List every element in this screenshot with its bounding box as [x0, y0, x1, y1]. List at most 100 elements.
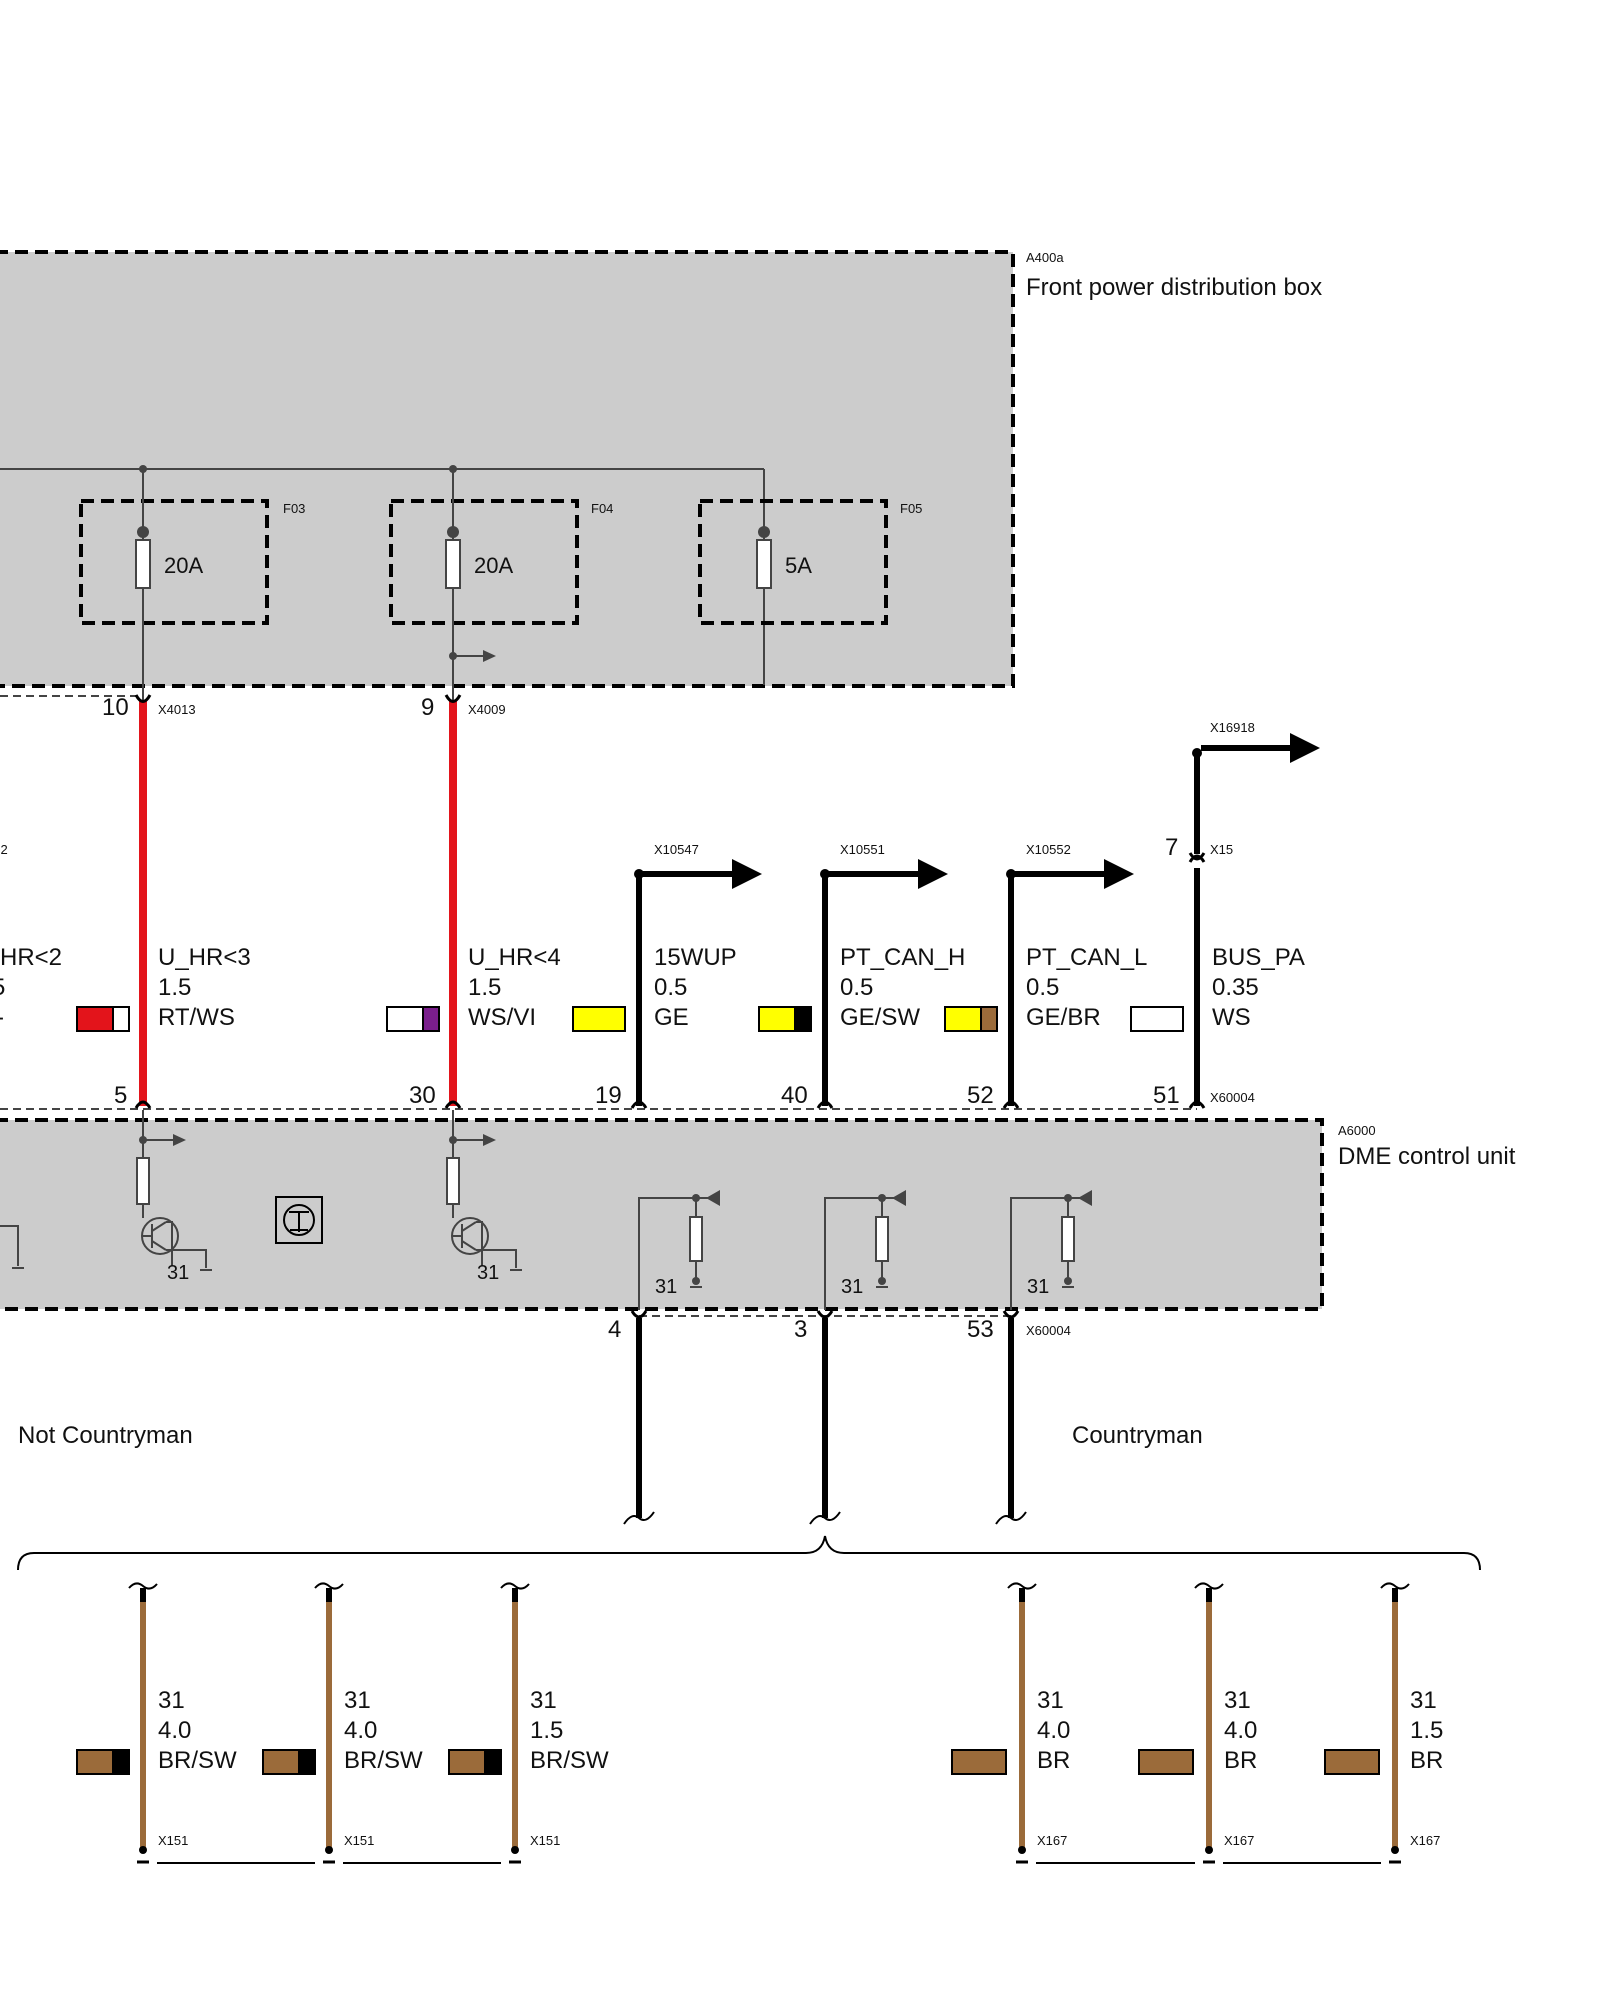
- wire-color: -: [0, 1004, 4, 1031]
- transistor-driver: 31: [136, 1110, 212, 1284]
- wire-signal: PT_CAN_H: [840, 944, 965, 971]
- wire-color: GE/SW: [840, 1004, 920, 1031]
- wire-signal: 31: [1224, 1687, 1251, 1714]
- power-distribution-box: A400a Front power distribution box 20A F…: [0, 250, 1322, 700]
- wire-annotation-pt-can-l: PT_CAN_L 0.5 GE/BR: [944, 944, 1147, 1032]
- dme-upper-pins: 5 30 19 40 52 51 X60004: [0, 1082, 1255, 1110]
- wire-signal: 15WUP: [654, 944, 737, 971]
- fuse-id: F05: [900, 501, 922, 516]
- variant-label-not-countryman: Not Countryman: [18, 1422, 193, 1449]
- connector-id: X60004: [1026, 1323, 1071, 1338]
- pdb-name: Front power distribution box: [1026, 274, 1322, 301]
- color-swatch: [448, 1749, 486, 1775]
- connector-id: X151: [158, 1833, 188, 1848]
- wire-color: BR: [1037, 1747, 1070, 1774]
- connector-id: X10551: [840, 842, 885, 857]
- fuse-rating: 5A: [785, 553, 812, 578]
- wire-signal: 31: [1410, 1687, 1437, 1714]
- signal-connector-labels: X10547 X10551 X10552 X16918 7 X15: [654, 720, 1255, 861]
- connector-id: X60004: [1210, 1090, 1255, 1105]
- connector-id: 212: [0, 842, 8, 857]
- color-swatch: [1138, 1749, 1194, 1775]
- color-swatch: [758, 1006, 796, 1032]
- dme-control-unit: A6000 DME control unit 31: [0, 1110, 1516, 1311]
- pin-number: 52: [967, 1082, 994, 1109]
- color-swatch: [951, 1749, 1007, 1775]
- fuse-f05: 5A F05: [698, 499, 922, 625]
- transistor-driver: 31: [446, 1110, 522, 1284]
- wire-signal: PT_CAN_L: [1026, 944, 1147, 971]
- color-swatch: [386, 1006, 424, 1032]
- connector-id: X10547: [654, 842, 699, 857]
- pin-number: 9: [421, 694, 434, 721]
- wire-color: BR/SW: [530, 1747, 609, 1774]
- fuse-rating: 20A: [474, 553, 513, 578]
- wire-color: WS/VI: [468, 1004, 536, 1031]
- wire-signal: U_HR<3: [158, 944, 251, 971]
- wire-annotations: HR<2 5 - U_HR<3 1.5 RT/WS U_HR<4 1.5 WS/…: [0, 944, 1305, 1032]
- red-wires: [134, 694, 462, 1106]
- pin-number: 30: [409, 1082, 436, 1109]
- pin-number: 51: [1153, 1082, 1180, 1109]
- color-swatch: [76, 1006, 114, 1032]
- ground-label: 31: [477, 1262, 499, 1284]
- top-pin-labels: 10 X4013 9 X4009 212: [0, 694, 506, 857]
- ground-label: 31: [1027, 1276, 1049, 1298]
- variant-brace: [17, 1535, 1481, 1571]
- continuation-arrow-icon: [483, 650, 496, 662]
- wire-size: 1.5: [468, 974, 501, 1001]
- fuse-f03: 20A F03: [79, 469, 305, 700]
- wire-annotation-15wup: 15WUP 0.5 GE: [572, 944, 737, 1032]
- fuse-rating: 20A: [164, 553, 203, 578]
- wire-size: 0.5: [1026, 974, 1059, 1001]
- connector-id: X167: [1224, 1833, 1254, 1848]
- pin-number: 4: [608, 1316, 621, 1343]
- wire-color: GE: [654, 1004, 689, 1031]
- color-swatch: [262, 1749, 300, 1775]
- wire-signal: 31: [1037, 1687, 1064, 1714]
- pdb-id: A400a: [1026, 250, 1064, 265]
- wire-size: 4.0: [1224, 1717, 1257, 1744]
- ground-label: 31: [167, 1262, 189, 1284]
- ground-label: 31: [841, 1276, 863, 1298]
- wire-size: 5: [0, 974, 5, 1001]
- ground-label: 31: [655, 1276, 677, 1298]
- signal-wires: [634, 733, 1320, 1106]
- transistor-symbol-icon: [275, 1196, 323, 1244]
- variant-label-countryman: Countryman: [1072, 1422, 1203, 1449]
- wire-size: 1.5: [530, 1717, 563, 1744]
- color-swatch: [944, 1006, 982, 1032]
- wire-color: BR: [1224, 1747, 1257, 1774]
- wire-annotation-pt-can-h: PT_CAN_H 0.5 GE/SW: [758, 944, 965, 1032]
- connector-id: X15: [1210, 842, 1233, 857]
- color-swatch: [1130, 1006, 1184, 1032]
- wire-color: GE/BR: [1026, 1004, 1101, 1031]
- input-stage: 31: [1010, 1190, 1092, 1310]
- wire-size: 4.0: [158, 1717, 191, 1744]
- connector-id: X16918: [1210, 720, 1255, 735]
- wire-signal: HR<2: [0, 944, 62, 971]
- wire-annotation-u-hr3: U_HR<3 1.5 RT/WS: [76, 944, 251, 1032]
- wire-signal: 31: [530, 1687, 557, 1714]
- dme-lower-pins: 4 3 53 X60004: [608, 1310, 1071, 1525]
- wire-signal: 31: [158, 1687, 185, 1714]
- pin-number: 10: [102, 694, 129, 721]
- wire-signal: 31: [344, 1687, 371, 1714]
- pin-number: 7: [1165, 834, 1178, 861]
- wire-color: WS: [1212, 1004, 1251, 1031]
- color-swatch: [572, 1006, 626, 1032]
- connector-id: X151: [344, 1833, 374, 1848]
- wire-size: 0.5: [654, 974, 687, 1001]
- continuation-arrow-icon: [173, 1134, 186, 1146]
- pin-number: 19: [595, 1082, 622, 1109]
- wire-size: 0.35: [1212, 974, 1259, 1001]
- wire-signal: U_HR<4: [468, 944, 561, 971]
- continuation-arrow-icon: [483, 1134, 496, 1146]
- wire-signal: BUS_PA: [1212, 944, 1305, 971]
- connector-id: X167: [1410, 1833, 1440, 1848]
- fuse-id: F04: [591, 501, 613, 516]
